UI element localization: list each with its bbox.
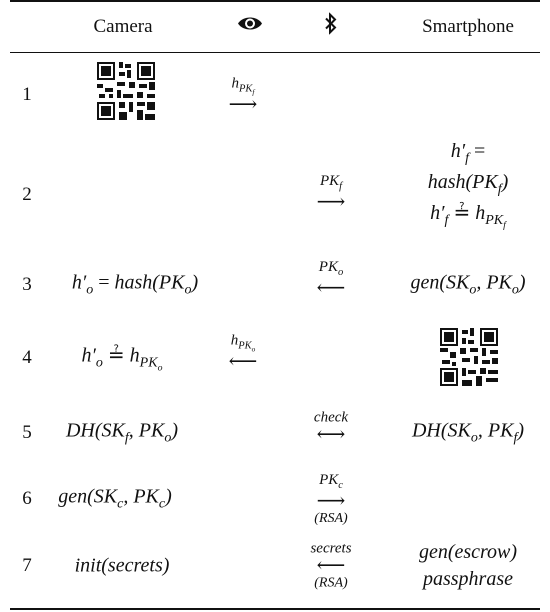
arrow-label: PKc [319,471,343,491]
arrow-label: check [313,409,349,426]
left-arrow-icon: ⟵ [316,276,346,299]
bt-arrow-row5: check ⟷ [313,409,349,446]
eye-arrow-row1: hPKf ⟶ [228,75,258,116]
row-number: 4 [22,347,32,368]
header-camera: Camera [93,16,153,37]
right-arrow-icon: ⟶ [316,489,346,512]
right-arrow-icon: ⟶ [316,190,346,213]
bt-arrow-row3: PKo ⟵ [316,258,346,299]
phone-escrow: gen(escrow) passphrase [419,539,517,593]
row-number: 7 [22,555,32,576]
camera-compare-line: h′o ≟ hPKo [81,344,163,374]
top-rule [10,0,540,2]
bottom-rule [10,608,540,610]
right-arrow-icon: ⟶ [228,93,258,116]
row-number: 3 [22,274,32,295]
left-arrow-icon: ⟵ [316,554,346,577]
row-number: 1 [22,84,32,105]
bt-arrow-row6: PKc ⟶ (RSA) [314,471,348,526]
arrow-label: PKf [319,172,343,192]
bt-arrow-row2: PKf ⟶ [316,172,346,213]
bidirectional-arrow-icon: ⟷ [316,423,346,446]
left-arrow-icon: ⟵ [228,350,258,373]
eye-arrow-row4: hPKo ⟵ [228,332,258,373]
arrow-label: PKo [318,258,344,278]
phone-escrow-line1: gen(escrow) [418,541,518,563]
phone-hash-line: h′f = hash(PKf) [427,140,509,197]
row-number: 5 [22,422,32,443]
camera-init: init(secrets) [74,554,170,577]
row-number: 2 [22,184,32,205]
camera-gen-keys: gen(SKc, PKc) [58,485,172,512]
phone-qr-code [438,326,500,393]
phone-gen-keys: gen(SKo, PKo) [410,271,526,298]
phone-hash-verify: h′f = hash(PKf) h′f ≟ hPKf [427,138,509,232]
row-number: 6 [22,488,32,509]
header-rule [10,52,540,53]
arrow-label: hPKf [231,75,255,97]
camera-dh: DH(SKf, PKo) [65,419,179,446]
camera-qr-code [95,60,157,127]
phone-dh: DH(SKo, PKf) [411,419,525,446]
header-smartphone: Smartphone [422,16,514,37]
bluetooth-icon [324,12,338,40]
phone-compare-line: h′f ≟ hPKf [430,201,506,231]
arrow-label: hPKo [230,332,256,354]
phone-escrow-line2: passphrase [422,568,513,590]
eye-icon [237,15,263,38]
camera-hash-line: h′o = hash(PKo) [71,271,199,298]
arrow-note: (RSA) [314,575,348,591]
arrow-note: (RSA) [314,510,348,526]
arrow-label: secrets [310,540,352,557]
bt-arrow-row7: secrets ⟵ (RSA) [310,540,352,591]
